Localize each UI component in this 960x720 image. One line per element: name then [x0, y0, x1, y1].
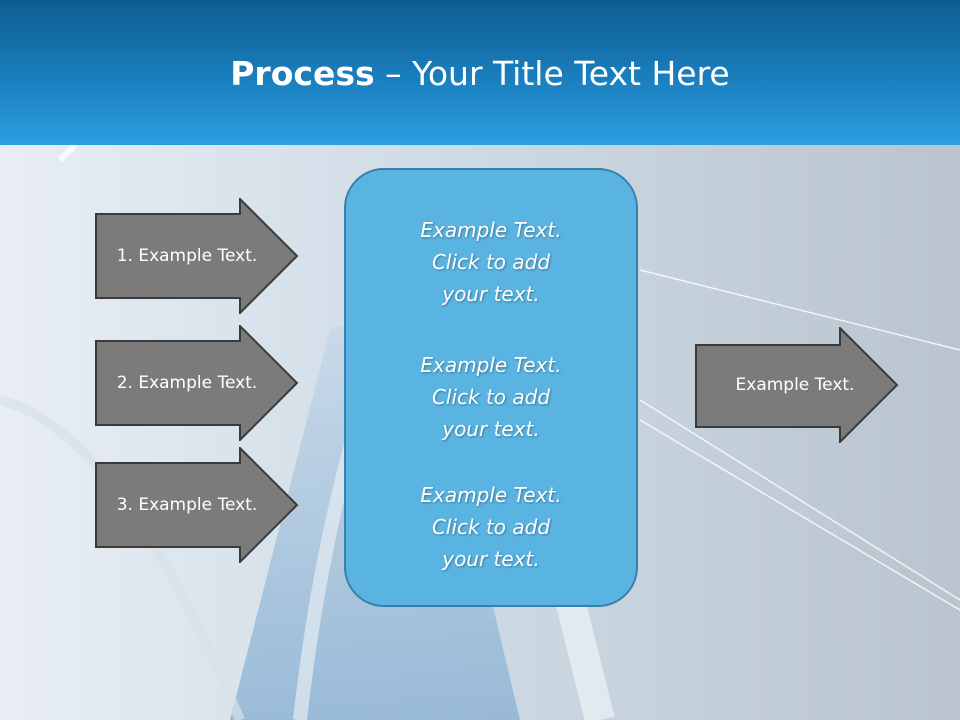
- arrow-shape: [95, 447, 299, 563]
- block-line: Click to add: [431, 250, 551, 274]
- title-bar: Process – Your Title Text Here: [0, 0, 960, 145]
- block-line: your text.: [442, 547, 540, 571]
- input-arrow-label: 1. Example Text.: [116, 246, 258, 266]
- input-arrow-label: 2. Example Text.: [116, 373, 258, 393]
- input-arrow-2[interactable]: 2. Example Text.: [95, 325, 299, 441]
- center-text-block-2: Example Text. Click to add your text.: [346, 349, 636, 445]
- page-title: Process – Your Title Text Here: [0, 52, 960, 96]
- arrow-shape: [695, 327, 899, 443]
- block-line: Example Text.: [420, 218, 562, 242]
- block-line: your text.: [442, 417, 540, 441]
- arrow-shape: [95, 198, 299, 314]
- input-arrow-label: 3. Example Text.: [116, 495, 258, 515]
- output-arrow-label: Example Text.: [735, 375, 855, 395]
- title-rest: – Your Title Text Here: [374, 54, 730, 93]
- block-line: your text.: [442, 282, 540, 306]
- block-line: Click to add: [431, 515, 551, 539]
- output-arrow[interactable]: Example Text.: [695, 327, 899, 443]
- block-line: Example Text.: [420, 483, 562, 507]
- input-arrow-3[interactable]: 3. Example Text.: [95, 447, 299, 563]
- title-bold: Process: [230, 54, 375, 93]
- block-line: Click to add: [431, 385, 551, 409]
- center-text-block-3: Example Text. Click to add your text.: [346, 479, 636, 575]
- block-line: Example Text.: [420, 353, 562, 377]
- center-text-block-1: Example Text. Click to add your text.: [346, 214, 636, 310]
- arrow-shape: [95, 325, 299, 441]
- center-process-box[interactable]: Example Text. Click to add your text. Ex…: [344, 168, 638, 607]
- input-arrow-1[interactable]: 1. Example Text.: [95, 198, 299, 314]
